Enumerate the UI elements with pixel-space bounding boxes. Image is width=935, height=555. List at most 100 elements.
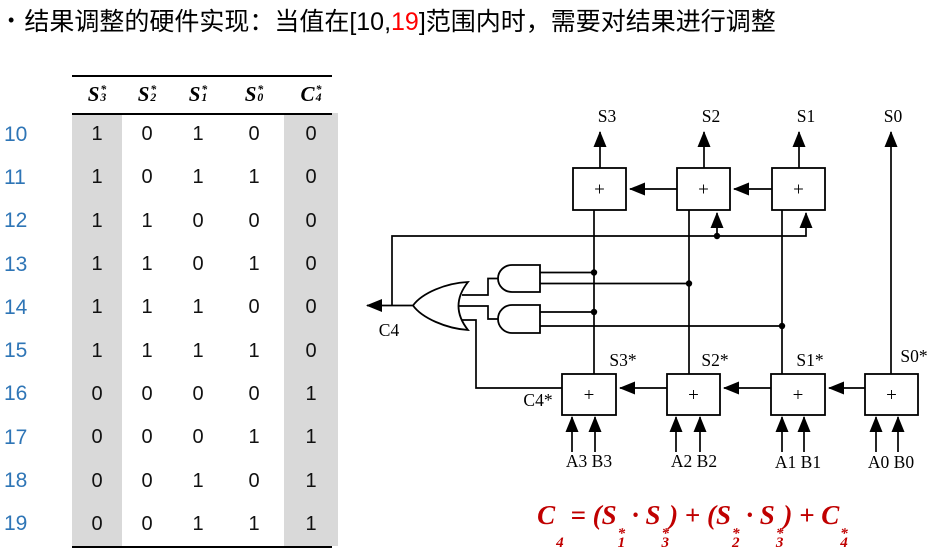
table-cell: 0	[192, 253, 204, 276]
table-cell: 1	[91, 296, 103, 319]
table-cell: 1	[305, 512, 317, 535]
sup-sub-stack: *1	[201, 82, 208, 105]
table-cell: 1	[192, 166, 204, 189]
adder-plus: +	[594, 180, 605, 201]
table-cell: 0	[248, 296, 260, 319]
sup-sub-stack: *4	[315, 82, 322, 105]
table-cell: 0	[192, 382, 204, 405]
formula-variable: S*3	[645, 500, 670, 552]
table-cell: 1	[192, 512, 204, 535]
label-s0: S0	[884, 106, 903, 126]
label-s0star: S0*	[900, 346, 927, 366]
table-corner	[0, 75, 72, 113]
sup-sub-stack: *3	[100, 82, 107, 105]
wire-c4star	[462, 319, 562, 389]
table-cell: 0	[141, 469, 153, 492]
header-cell: C*4	[300, 81, 322, 106]
table-bottom-rule	[72, 546, 332, 548]
table-cell: 1	[192, 123, 204, 146]
row-label: 15	[4, 339, 28, 363]
row-label: 18	[4, 469, 28, 493]
table-top-rule	[72, 75, 332, 77]
label-s3: S3	[598, 106, 617, 126]
adder-plus: +	[584, 385, 595, 406]
sup-sub-stack: *0	[257, 82, 264, 105]
and-gate-bottom	[497, 304, 541, 334]
table-cell: 0	[91, 426, 103, 449]
adder-box-s1	[771, 167, 826, 211]
table-cell: 1	[192, 296, 204, 319]
table-cell: 0	[248, 209, 260, 232]
formula-variable: S*2	[715, 500, 740, 552]
table-cell: 0	[192, 209, 204, 232]
sup-sub-stack: *3	[661, 525, 670, 552]
label-c4star: C4*	[523, 390, 552, 410]
adder-plus: +	[688, 385, 699, 406]
table-header-rule	[72, 113, 332, 115]
adder-plus: +	[886, 385, 897, 406]
table-cell: 1	[91, 166, 103, 189]
label-a0b0: A0 B0	[868, 452, 914, 472]
table-cell: 0	[305, 166, 317, 189]
table-cell: 1	[305, 426, 317, 449]
label-a2b2: A2 B2	[671, 451, 717, 471]
junction-dot	[713, 232, 721, 240]
table-cell: 1	[248, 166, 260, 189]
adder-plus: +	[793, 180, 804, 201]
table-cell: 0	[305, 123, 317, 146]
adder-box-s3star	[561, 373, 617, 416]
row-label: 17	[4, 425, 28, 449]
table-cell: 0	[91, 512, 103, 535]
adder-box-s1star	[770, 373, 826, 416]
bullet-icon: •	[8, 10, 15, 30]
table-cell: 1	[305, 469, 317, 492]
table-cell: 0	[91, 382, 103, 405]
formula-operator: = (	[563, 500, 602, 530]
row-label: 14	[4, 295, 28, 319]
header-cell: S*2	[137, 81, 157, 106]
table-cell: 1	[192, 339, 204, 362]
table-cell: 1	[91, 209, 103, 232]
table-cell: 0	[248, 469, 260, 492]
title-highlight: 19	[391, 8, 419, 36]
table-cell: 1	[141, 339, 153, 362]
label-s1: S1	[797, 106, 815, 126]
formula-operator: ) +	[783, 500, 822, 530]
sup-sub-stack: 4	[556, 534, 564, 551]
table-cell: 1	[141, 209, 153, 232]
junction-dot	[778, 322, 786, 330]
header-cell: S*3	[87, 81, 107, 106]
shaded-column-s3	[72, 113, 122, 546]
adder-box-s2	[676, 167, 731, 211]
label-a1b1: A1 B1	[775, 452, 821, 472]
table-cell: 1	[192, 469, 204, 492]
table-cell: 0	[141, 166, 153, 189]
table-cell: 1	[91, 123, 103, 146]
table-cell: 1	[141, 253, 153, 276]
header-cell: S*1	[188, 81, 208, 106]
or-gate	[411, 281, 470, 332]
page-title: •结果调整的硬件实现：当值在[10,19]范围内时，需要对结果进行调整	[8, 2, 776, 38]
table-cell: 1	[248, 512, 260, 535]
table-cell: 0	[305, 339, 317, 362]
row-label: 12	[4, 209, 28, 233]
sup-sub-stack: *2	[150, 82, 157, 105]
table-cell: 0	[305, 209, 317, 232]
formula-variable: S*3	[759, 500, 784, 552]
table-cell: 0	[141, 382, 153, 405]
table-cell: 1	[248, 253, 260, 276]
table-cell: 0	[91, 469, 103, 492]
sup-sub-stack: *2	[731, 525, 740, 552]
row-label: 11	[4, 165, 26, 189]
table-cell: 1	[91, 339, 103, 362]
sup-sub-stack: *3	[775, 525, 784, 552]
adder-box-s2star	[666, 373, 721, 416]
row-label: 10	[4, 122, 28, 146]
label-a3b3: A3 B3	[566, 451, 612, 471]
table-cell: 0	[248, 123, 260, 146]
and-gate-top	[497, 264, 541, 293]
formula-operator: ) + (	[669, 500, 716, 530]
